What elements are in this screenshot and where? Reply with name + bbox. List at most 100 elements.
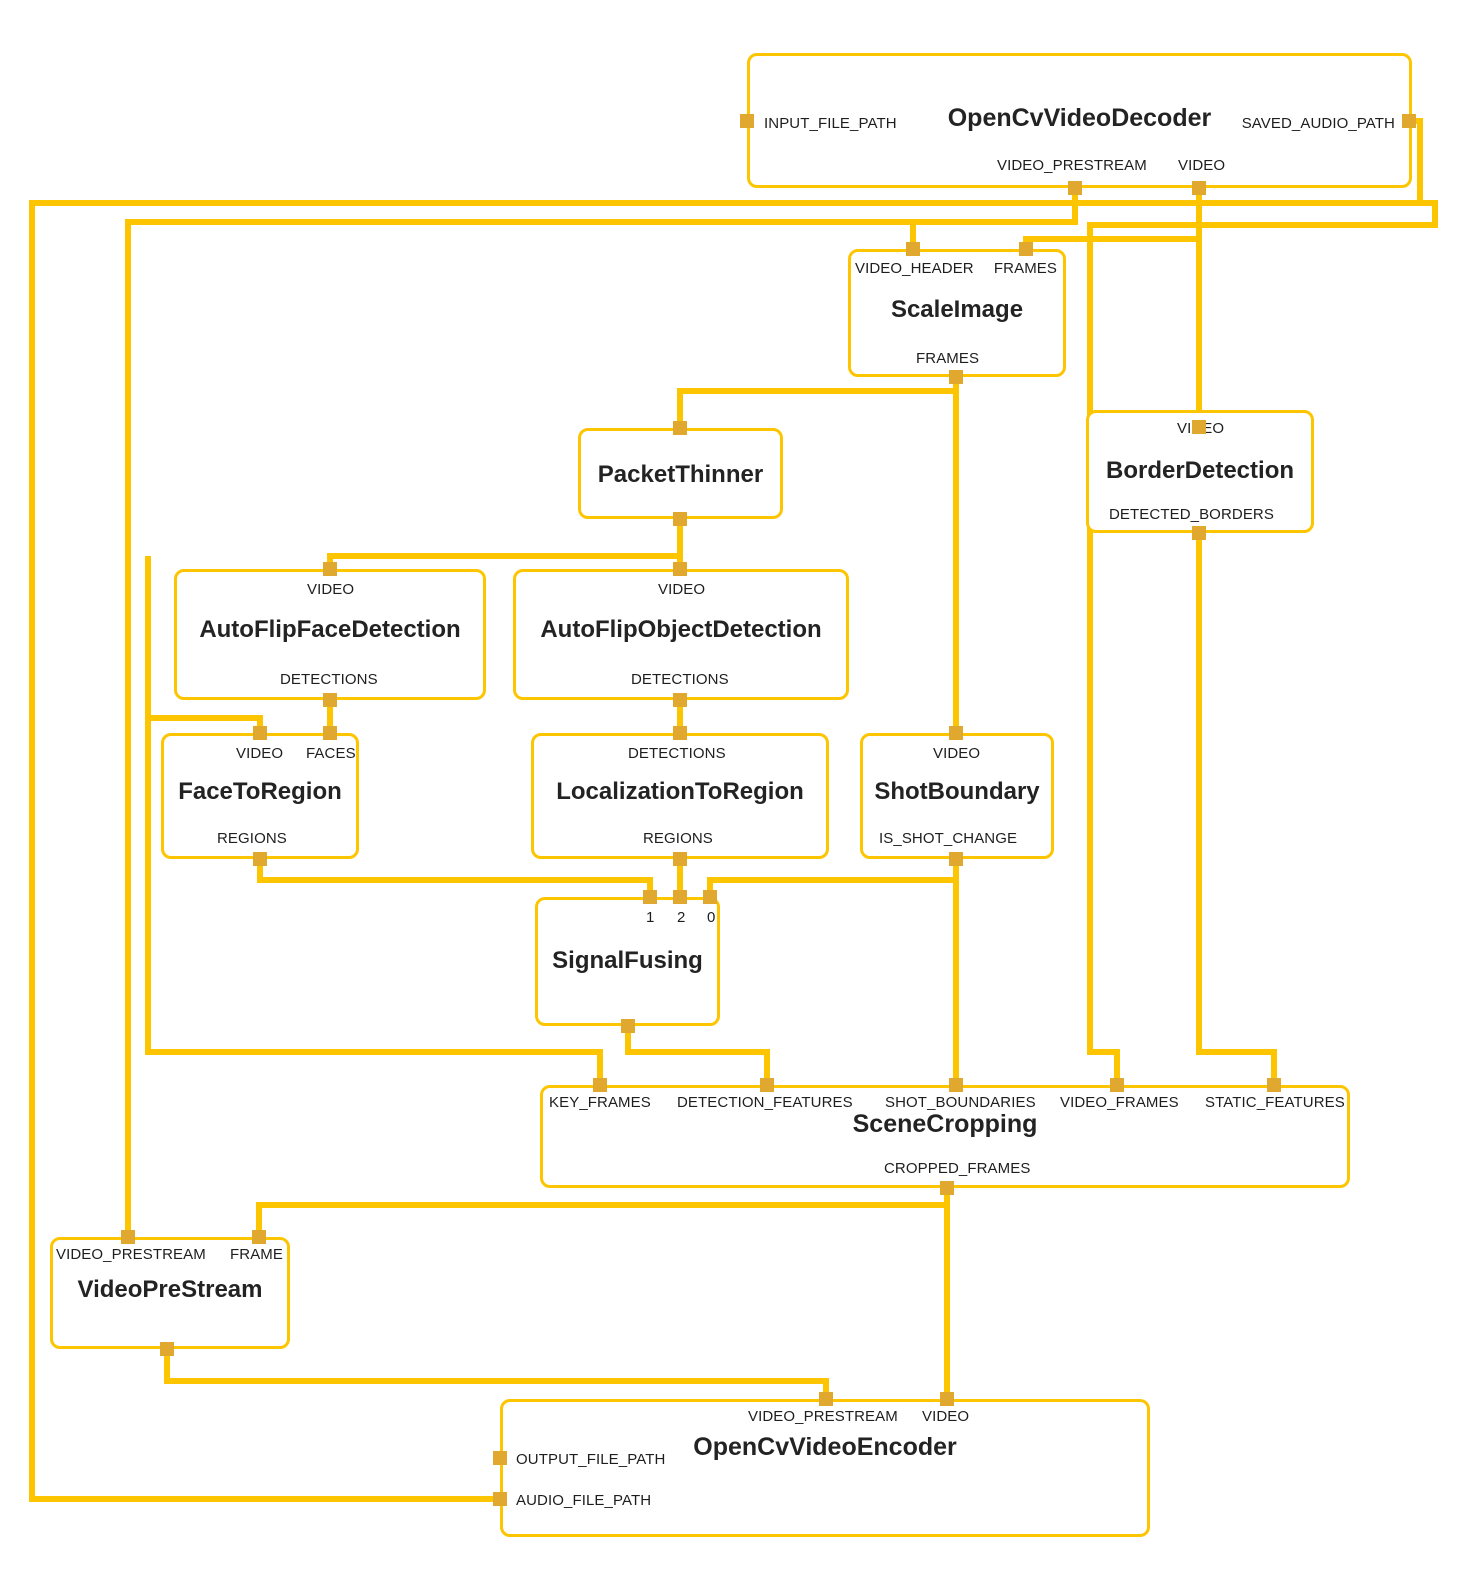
node-title: SignalFusing bbox=[552, 947, 703, 974]
port-label-regions-out: REGIONS bbox=[217, 830, 287, 847]
node-title: FaceToRegion bbox=[178, 778, 342, 805]
port-scenecropping-cropped-frames[interactable] bbox=[940, 1181, 954, 1195]
node-title: ShotBoundary bbox=[874, 778, 1040, 805]
port-facedetection-detections[interactable] bbox=[323, 693, 337, 707]
port-signalfusing-0[interactable] bbox=[703, 890, 717, 904]
node-video-pre-stream[interactable]: VideoPreStream VIDEO_PRESTREAM FRAME bbox=[50, 1237, 290, 1349]
node-scale-image[interactable]: ScaleImage VIDEO_HEADER FRAMES FRAMES bbox=[848, 249, 1066, 377]
edge-thinner-face bbox=[327, 553, 680, 569]
edge-shot-fuse0 bbox=[707, 859, 959, 897]
port-signalfusing-out[interactable] bbox=[621, 1019, 635, 1033]
port-label-frame-in: FRAME bbox=[230, 1246, 283, 1263]
port-decoder-input-file-path[interactable] bbox=[740, 114, 754, 128]
port-packetthinner-in[interactable] bbox=[673, 421, 687, 435]
port-label-regions-out: REGIONS bbox=[643, 830, 713, 847]
edge-rail-left bbox=[145, 556, 603, 1085]
port-objectdetection-detections[interactable] bbox=[673, 693, 687, 707]
node-scene-cropping[interactable]: SceneCropping KEY_FRAMES DETECTION_FEATU… bbox=[540, 1085, 1350, 1188]
port-label-input-file-path: INPUT_FILE_PATH bbox=[764, 115, 897, 132]
port-facedetection-video[interactable] bbox=[323, 562, 337, 576]
port-label-audio-file-path: AUDIO_FILE_PATH bbox=[516, 1492, 652, 1509]
port-label-video-in: VIDEO bbox=[922, 1408, 970, 1425]
node-opencv-video-decoder[interactable]: OpenCvVideoDecoder INPUT_FILE_PATH SAVED… bbox=[747, 53, 1412, 188]
node-title: VideoPreStream bbox=[77, 1276, 263, 1303]
port-decoder-video[interactable] bbox=[1192, 181, 1206, 195]
port-videoprestream-frame[interactable] bbox=[252, 1230, 266, 1244]
port-localizationtoregion-regions[interactable] bbox=[673, 852, 687, 866]
node-title: AutoFlipFaceDetection bbox=[199, 616, 461, 643]
port-label-key-frames: KEY_FRAMES bbox=[549, 1094, 651, 1111]
port-scenecropping-key-frames[interactable] bbox=[593, 1078, 607, 1092]
edge-scale-out-thinner bbox=[677, 388, 956, 428]
edge-prestream-scaleheader bbox=[910, 219, 1075, 249]
port-label-detections-in: DETECTIONS bbox=[628, 745, 726, 762]
edge-prestream bbox=[125, 174, 1078, 1237]
port-label-detections-out: DETECTIONS bbox=[631, 671, 729, 688]
port-borderdetection-video[interactable] bbox=[1192, 420, 1206, 434]
port-label-video-header: VIDEO_HEADER bbox=[855, 260, 974, 277]
node-signal-fusing[interactable]: SignalFusing 1 2 0 bbox=[535, 897, 720, 1026]
port-packetthinner-out[interactable] bbox=[673, 512, 687, 526]
port-borderdetection-detected-borders[interactable] bbox=[1192, 526, 1206, 540]
port-label-fusing-2: 2 bbox=[677, 909, 686, 926]
port-label-detections-out: DETECTIONS bbox=[280, 671, 378, 688]
node-title: ScaleImage bbox=[890, 296, 1024, 323]
port-scenecropping-shot-boundaries[interactable] bbox=[949, 1078, 963, 1092]
port-label-video-frames: VIDEO_FRAMES bbox=[1060, 1094, 1179, 1111]
edge-rail-f2r-video bbox=[148, 715, 263, 733]
node-autoflip-object-detection[interactable]: AutoFlipObjectDetection VIDEO DETECTIONS bbox=[513, 569, 849, 700]
port-label-faces-in: FACES bbox=[306, 745, 356, 762]
node-title: AutoFlipObjectDetection bbox=[540, 616, 822, 643]
node-autoflip-face-detection[interactable]: AutoFlipFaceDetection VIDEO DETECTIONS bbox=[174, 569, 486, 700]
node-title: BorderDetection bbox=[1105, 457, 1295, 484]
port-signalfusing-2[interactable] bbox=[673, 890, 687, 904]
edge-f2r-fuse1 bbox=[257, 859, 653, 897]
port-decoder-video-prestream[interactable] bbox=[1068, 181, 1082, 195]
node-packet-thinner[interactable]: PacketThinner bbox=[578, 428, 783, 519]
port-scenecropping-video-frames[interactable] bbox=[1110, 1078, 1124, 1092]
port-scaleimage-frames-in[interactable] bbox=[1019, 242, 1033, 256]
edge-border-static bbox=[1196, 533, 1277, 1085]
port-videoprestream-out[interactable] bbox=[160, 1342, 174, 1356]
port-signalfusing-1[interactable] bbox=[643, 890, 657, 904]
port-localizationtoregion-detections[interactable] bbox=[673, 726, 687, 740]
node-face-to-region[interactable]: FaceToRegion VIDEO FACES REGIONS bbox=[161, 733, 359, 859]
port-label-video-in: VIDEO bbox=[236, 745, 284, 762]
port-label-video-prestream-in: VIDEO_PRESTREAM bbox=[748, 1408, 898, 1425]
port-objectdetection-video[interactable] bbox=[673, 562, 687, 576]
port-encoder-video-prestream[interactable] bbox=[819, 1392, 833, 1406]
port-facetoregion-regions[interactable] bbox=[253, 852, 267, 866]
port-encoder-audio-file-path[interactable] bbox=[493, 1492, 507, 1506]
node-title: SceneCropping bbox=[852, 1110, 1038, 1138]
port-decoder-saved-audio-path[interactable] bbox=[1402, 114, 1416, 128]
port-label-is-shot-change: IS_SHOT_CHANGE bbox=[879, 830, 1018, 847]
port-label-static-features: STATIC_FEATURES bbox=[1205, 1094, 1345, 1111]
port-scaleimage-frames-out[interactable] bbox=[949, 370, 963, 384]
node-localization-to-region[interactable]: LocalizationToRegion DETECTIONS REGIONS bbox=[531, 733, 829, 859]
port-label-saved-audio-path: SAVED_AUDIO_PATH bbox=[1241, 115, 1395, 132]
port-scenecropping-detection-features[interactable] bbox=[760, 1078, 774, 1092]
port-facetoregion-video[interactable] bbox=[253, 726, 267, 740]
port-encoder-video[interactable] bbox=[940, 1392, 954, 1406]
port-scaleimage-video-header[interactable] bbox=[906, 242, 920, 256]
node-title: PacketThinner bbox=[597, 461, 764, 488]
port-shotboundary-video[interactable] bbox=[949, 726, 963, 740]
port-facetoregion-faces[interactable] bbox=[323, 726, 337, 740]
port-videoprestream-video-prestream[interactable] bbox=[121, 1230, 135, 1244]
port-label-shot-boundaries: SHOT_BOUNDARIES bbox=[885, 1094, 1036, 1111]
port-encoder-output-file-path[interactable] bbox=[493, 1451, 507, 1465]
edge-fuse-detfeat bbox=[625, 1026, 770, 1085]
node-opencv-video-encoder[interactable]: OpenCvVideoEncoder VIDEO_PRESTREAM VIDEO… bbox=[500, 1399, 1150, 1537]
port-shotboundary-is-shot-change[interactable] bbox=[949, 852, 963, 866]
edge-video-cropframes bbox=[1087, 200, 1438, 1085]
port-label-frames-out: FRAMES bbox=[916, 350, 980, 367]
port-label-video-in: VIDEO bbox=[658, 581, 706, 598]
port-label-cropped-frames: CROPPED_FRAMES bbox=[884, 1160, 1031, 1177]
node-title: OpenCvVideoEncoder bbox=[693, 1433, 957, 1461]
port-scenecropping-static-features[interactable] bbox=[1267, 1078, 1281, 1092]
port-label-video-in: VIDEO bbox=[933, 745, 981, 762]
node-shot-boundary[interactable]: ShotBoundary VIDEO IS_SHOT_CHANGE bbox=[860, 733, 1054, 859]
node-title: OpenCvVideoDecoder bbox=[947, 104, 1212, 132]
